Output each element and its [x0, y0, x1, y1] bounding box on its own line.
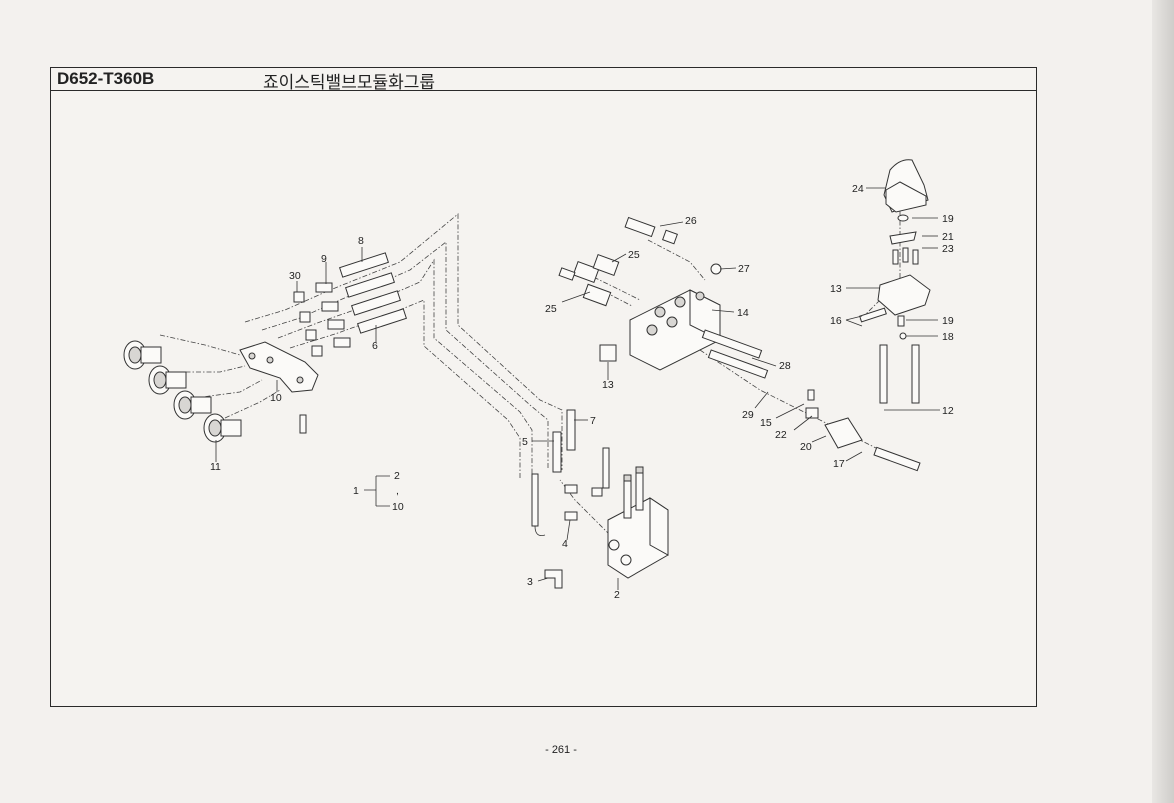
- callout-4: 4: [562, 538, 568, 550]
- leader-lines: [215, 187, 940, 590]
- hose-fittings: [293, 252, 408, 357]
- callout-6: 6: [372, 340, 378, 352]
- legend-child-10: 10: [392, 501, 404, 513]
- legend-child-2: 2: [394, 470, 400, 482]
- group-title: 죠이스틱밸브모듈화그룹: [263, 73, 436, 93]
- callout-19a: 19: [942, 213, 954, 225]
- callout-5: 5: [522, 436, 528, 448]
- callout-labels: 8 9 30 6 10 11 26 25 27 25 14 13 28 29 1…: [210, 183, 954, 601]
- callout-26: 26: [685, 215, 697, 227]
- callout-9: 9: [321, 253, 327, 265]
- callout-30: 30: [289, 270, 301, 282]
- callout-10: 10: [270, 392, 282, 404]
- callout-29: 29: [742, 409, 754, 421]
- callout-7: 7: [590, 415, 596, 427]
- callout-28: 28: [779, 360, 791, 372]
- legend-parent: 1: [353, 485, 359, 497]
- callout-15: 15: [760, 417, 772, 429]
- legend-separator: ,: [396, 485, 399, 497]
- valve-block: [558, 216, 921, 472]
- callout-22: 22: [775, 429, 787, 441]
- hose-assemblies: [531, 409, 610, 536]
- callout-2: 2: [614, 589, 620, 601]
- callout-27: 27: [738, 263, 750, 275]
- callout-17: 17: [833, 458, 845, 470]
- diagram-frame: D652-T360B 죠이스틱밸브모듈화그룹: [50, 67, 1037, 707]
- page-edge-shadow: [1152, 0, 1174, 803]
- callout-3: 3: [527, 576, 533, 588]
- callout-14: 14: [737, 307, 749, 319]
- callout-19b: 19: [942, 315, 954, 327]
- callout-24: 24: [852, 183, 864, 195]
- callout-25a: 25: [628, 249, 640, 261]
- frame-header: D652-T360B 죠이스틱밸브모듈화그룹: [51, 68, 1036, 93]
- callout-13a: 13: [602, 379, 614, 391]
- callout-18: 18: [942, 331, 954, 343]
- quick-coupler-group: [123, 340, 242, 443]
- callout-25b: 25: [545, 303, 557, 315]
- joystick-assembly: [859, 159, 931, 404]
- callout-12: 12: [942, 405, 954, 417]
- callout-16: 16: [830, 315, 842, 327]
- callout-11: 11: [210, 461, 221, 473]
- callout-21: 21: [942, 231, 954, 243]
- model-code: D652-T360B: [57, 69, 155, 88]
- control-valve: [607, 466, 669, 579]
- page-number: - 261 -: [545, 744, 577, 756]
- callout-13b: 13: [830, 283, 842, 295]
- callout-20: 20: [800, 441, 812, 453]
- callout-23: 23: [942, 243, 954, 255]
- bracket: [239, 341, 319, 434]
- assembly-legend: 1 2 , 10: [353, 470, 404, 513]
- callout-8: 8: [358, 235, 364, 247]
- elbow-fittings: [544, 484, 603, 589]
